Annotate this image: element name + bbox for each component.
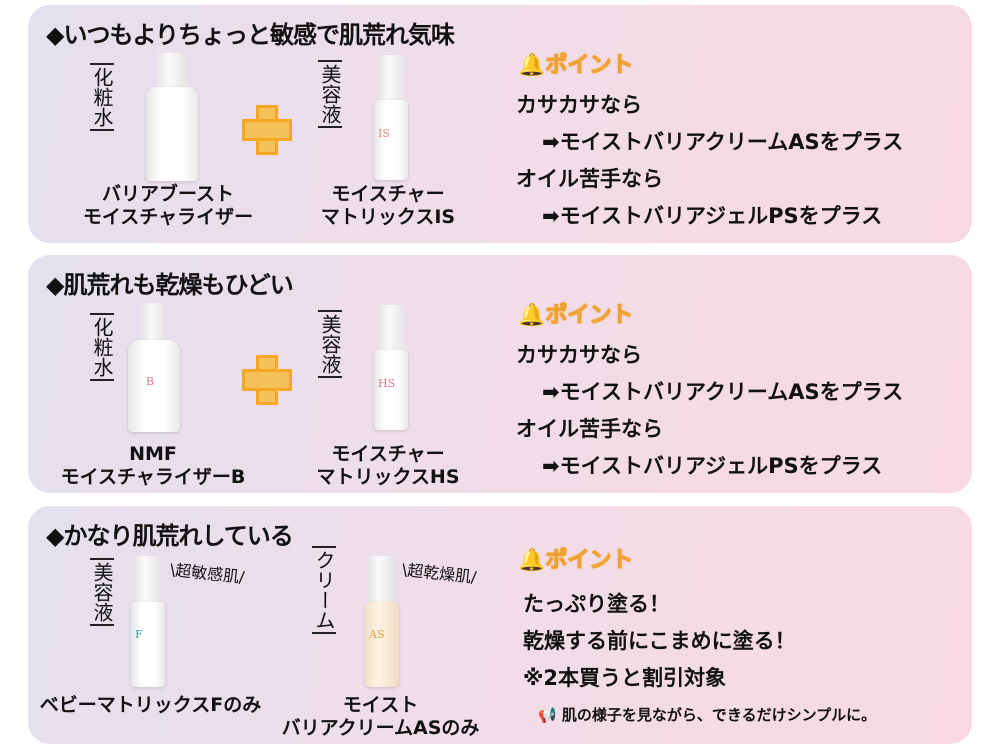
point-lines: カサカサなら➡モイストバリアクリームASをプラスオイル苦手なら➡モイストバリアジ… — [516, 343, 904, 478]
panel-sensitive: ◆いつもよりちょっと敏感で肌荒れ気味 化粧水 美容液 IS バリアブーストモイス… — [28, 5, 972, 243]
panel-title: ◆かなり肌荒れしている — [46, 522, 294, 550]
note: 📢 肌の様子を見ながら、できるだけシンプルに。 — [538, 706, 877, 724]
point-lines: カサカサなら➡モイストバリアクリームASをプラスオイル苦手なら➡モイストバリアジ… — [516, 93, 904, 228]
product-name: ベビーマトリックスFのみ — [39, 694, 262, 716]
point-lines: たっぷり塗る！乾燥する前にこまめに塗る！※2本買うと割引対象 — [523, 592, 796, 690]
bottle-label: F — [135, 628, 143, 641]
skin-type-tag: \超乾燥肌/ — [401, 560, 478, 587]
product-name: モイストバリアクリームASのみ — [281, 694, 480, 739]
point-heading: 🔔ポイント — [518, 53, 634, 79]
megaphone-icon: 📢 — [538, 706, 562, 724]
bell-icon: 🔔 — [518, 303, 546, 328]
product-name: モイスチャーマトリックスHS — [316, 443, 460, 488]
bell-icon: 🔔 — [518, 53, 546, 78]
point-heading: 🔔ポイント — [518, 548, 634, 574]
category-label: 美容液 — [318, 310, 342, 378]
panel-very-rough: ◆かなり肌荒れしている 美容液 \超敏感肌/ F クリーム \超乾燥肌/ AS … — [28, 506, 972, 744]
bottle-label: IS — [378, 127, 390, 140]
category-label: 化粧水 — [90, 63, 114, 131]
bottle-label: HS — [378, 377, 396, 390]
product-name: バリアブーストモイスチャライザー — [82, 183, 254, 228]
category-label: 化粧水 — [90, 313, 114, 381]
skin-type-tag: \超敏感肌/ — [169, 560, 246, 587]
bottle-label: AS — [369, 628, 385, 641]
plus-icon — [242, 355, 292, 405]
category-label: クリーム — [312, 546, 336, 634]
panel-title: ◆肌荒れも乾燥もひどい — [46, 271, 294, 299]
panel-title: ◆いつもよりちょっと敏感で肌荒れ気味 — [46, 21, 455, 49]
plus-icon — [242, 105, 292, 155]
bell-icon: 🔔 — [518, 548, 546, 573]
product-name: モイスチャーマトリックスIS — [320, 183, 456, 228]
bottle-label: B — [146, 375, 155, 388]
category-label: 美容液 — [318, 60, 342, 128]
point-heading: 🔔ポイント — [518, 303, 634, 329]
category-label: 美容液 — [90, 558, 114, 626]
